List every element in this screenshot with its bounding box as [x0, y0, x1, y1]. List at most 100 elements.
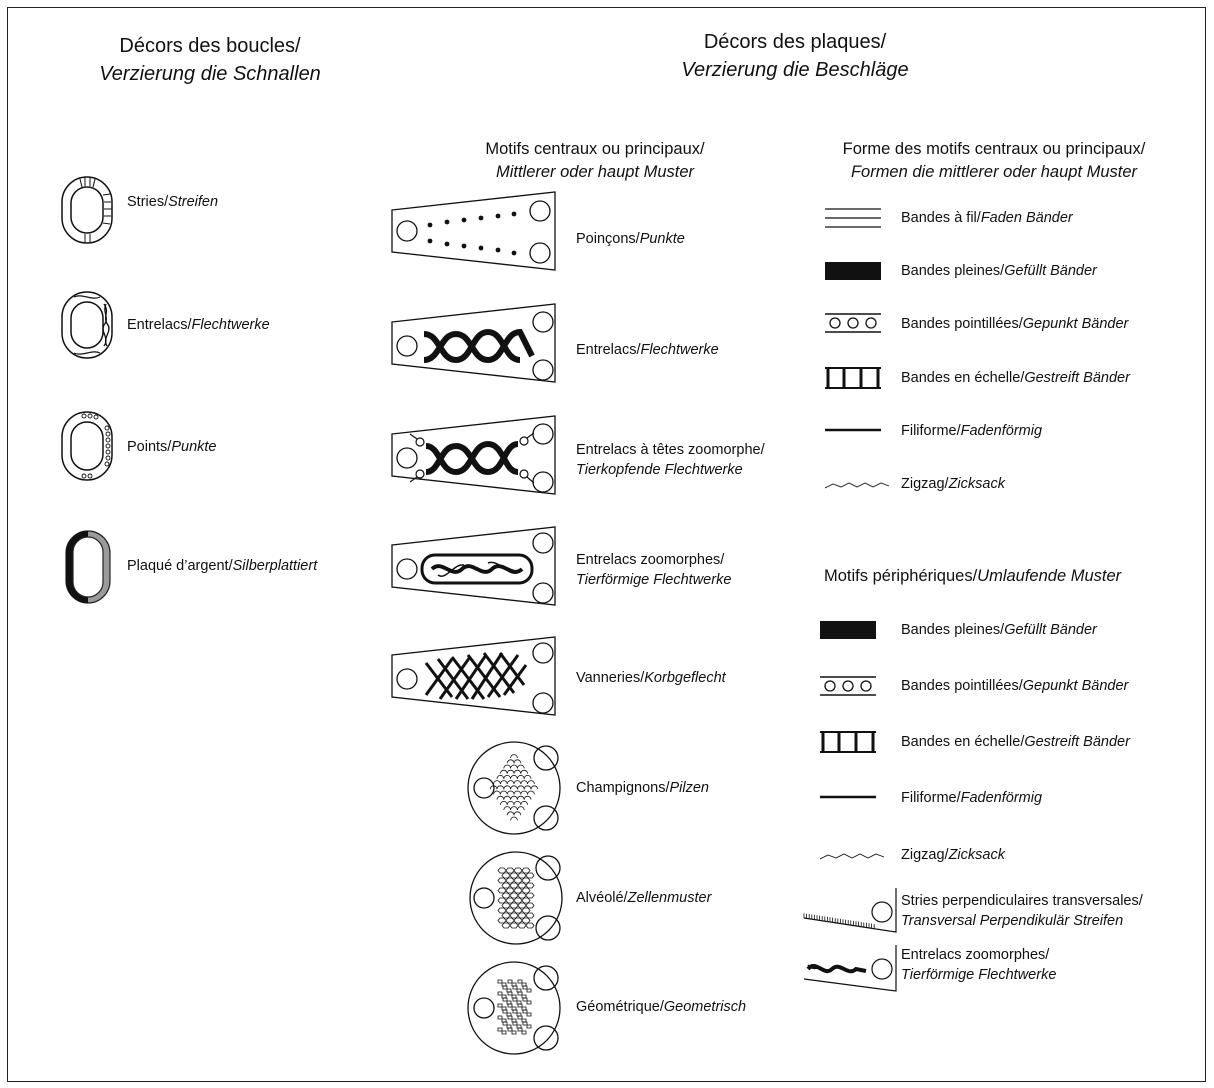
label-de: Geometrisch — [663, 999, 747, 1015]
peripheral-label-striae: Stries perpendiculaires transversales/ T… — [901, 891, 1143, 931]
label-de: Transversal Perpendikulär Streifen — [901, 913, 1124, 929]
plate-label-punched: Poinçons/Punkte — [576, 229, 685, 249]
plate-label-interlace: Entrelacs/Flechtwerke — [576, 340, 719, 360]
label-de: Korbgeflecht — [644, 670, 726, 686]
filiform-line-icon — [825, 428, 881, 432]
plate-label-mushroom: Champignons/Pilzen — [576, 778, 709, 798]
label-fr: Entrelacs zoomorphes/ — [576, 552, 725, 568]
label-de: Gestreift Bänder — [1024, 734, 1130, 750]
form-label-filiform: Filiforme/Fadenförmig — [901, 421, 1042, 441]
buckles-header-fr: Décors des boucles/ — [119, 35, 301, 57]
peripheral-label-solid: Bandes pleines/Gefüllt Bänder — [901, 620, 1097, 640]
zoomorphic-interlace-plate-icon — [391, 526, 556, 606]
label-de: Streifen — [168, 194, 219, 210]
dotted-band-icon — [820, 676, 876, 696]
label-fr: Bandes en échelle/ — [901, 370, 1025, 386]
label-de: Gefüllt Bänder — [1004, 622, 1097, 638]
solid-band-icon — [820, 621, 876, 639]
label-de: Punkte — [639, 231, 685, 247]
label-fr: Entrelacs zoomorphes/ — [901, 947, 1050, 963]
label-de: Zicksack — [948, 847, 1005, 863]
central-motifs-header: Motifs centraux ou principaux/ Mittlerer… — [445, 138, 745, 184]
silver-plated-buckle-icon — [65, 530, 111, 604]
central-forms-header-de: Formen die mittlerer oder haupt Muster — [850, 163, 1138, 181]
label-de: Gepunkt Bänder — [1022, 316, 1129, 332]
label-de: Gefüllt Bänder — [1004, 263, 1097, 279]
plate-label-zoomorphic: Entrelacs zoomorphes/ Tierförmige Flecht… — [576, 550, 731, 590]
label-de: Zellenmuster — [627, 890, 712, 906]
form-label-dotted: Bandes pointillées/Gepunkt Bänder — [901, 314, 1128, 334]
central-forms-header: Forme des motifs centraux ou principaux/… — [808, 138, 1180, 184]
central-motifs-header-fr: Motifs centraux ou principaux/ — [485, 140, 705, 158]
central-motifs-header-de: Mittlerer oder haupt Muster — [495, 163, 695, 181]
interlace-plate-icon — [391, 303, 556, 383]
label-fr: Points/ — [127, 439, 172, 455]
threaded-band-icon — [825, 208, 881, 228]
buckles-header: Décors des boucles/ Verzierung die Schna… — [60, 32, 360, 88]
label-de: Fadenförmig — [960, 423, 1043, 439]
peripheral-header-fr: Motifs périphériques/ — [824, 567, 978, 585]
buckle-label-silver: Plaqué d’argent/Silberplattiert — [127, 556, 317, 576]
form-label-solid: Bandes pleines/Gefüllt Bänder — [901, 261, 1097, 281]
label-de: Tierförmige Flechtwerke — [901, 967, 1057, 983]
perpendicular-striae-icon — [803, 888, 897, 933]
plate-label-cellwork: Alvéolé/Zellenmuster — [576, 888, 711, 908]
label-fr: Entrelacs/ — [576, 342, 641, 358]
label-de: Punkte — [171, 439, 217, 455]
label-de: Faden Bänder — [980, 210, 1073, 226]
label-fr: Entrelacs/ — [127, 317, 192, 333]
peripheral-label-zoomorphic: Entrelacs zoomorphes/ Tierförmige Flecht… — [901, 945, 1056, 985]
label-fr: Bandes pointillées/ — [901, 678, 1023, 694]
label-de: Fadenförmig — [960, 790, 1043, 806]
label-de: Silberplattiert — [232, 558, 318, 574]
label-de: Flechtwerke — [191, 317, 270, 333]
label-fr: Bandes pleines/ — [901, 263, 1005, 279]
basketwork-plate-icon — [391, 636, 556, 716]
buckles-header-de: Verzierung die Schnallen — [99, 63, 321, 85]
form-label-ladder: Bandes en échelle/Gestreift Bänder — [901, 368, 1130, 388]
mushroom-round-plate-icon — [467, 741, 561, 835]
plate-label-geometric: Géométrique/Geometrisch — [576, 997, 746, 1017]
dotted-band-icon — [825, 313, 881, 333]
peripheral-header: Motifs périphériques/Umlaufende Muster — [824, 565, 1121, 588]
filiform-line-icon — [820, 795, 876, 799]
plates-header-fr: Décors des plaques/ — [703, 31, 887, 53]
buckle-label-striae: Stries/Streifen — [127, 192, 218, 212]
geometric-round-plate-icon — [467, 961, 561, 1055]
label-fr: Stries perpendiculaires transversales/ — [901, 893, 1143, 909]
label-fr: Zigzag/ — [901, 847, 949, 863]
label-fr: Stries/ — [127, 194, 169, 210]
peripheral-label-zigzag: Zigzag/Zicksack — [901, 845, 1005, 865]
striated-buckle-icon — [61, 176, 113, 244]
label-de: Tierkopfende Flechtwerke — [576, 462, 743, 478]
label-fr: Bandes en échelle/ — [901, 734, 1025, 750]
solid-band-icon — [825, 262, 881, 280]
label-fr: Bandes pointillées/ — [901, 316, 1023, 332]
ladder-band-icon — [825, 367, 881, 389]
peripheral-label-dotted: Bandes pointillées/Gepunkt Bänder — [901, 676, 1128, 696]
zigzag-line-icon — [819, 853, 885, 860]
plate-label-zoomorphic-heads: Entrelacs à têtes zoomorphe/ Tierkopfend… — [576, 440, 765, 480]
zoomorphic-head-interlace-plate-icon — [391, 415, 556, 495]
label-de: Flechtwerke — [640, 342, 719, 358]
cellwork-round-plate-icon — [469, 851, 563, 945]
zigzag-line-icon — [824, 482, 890, 489]
label-fr: Filiforme/ — [901, 423, 961, 439]
interlace-buckle-icon — [61, 291, 113, 359]
buckle-label-interlace: Entrelacs/Flechtwerke — [127, 315, 270, 335]
label-de: Gepunkt Bänder — [1022, 678, 1129, 694]
label-fr: Bandes à fil/ — [901, 210, 981, 226]
punched-plate-icon — [391, 191, 556, 271]
buckle-label-dots: Points/Punkte — [127, 437, 217, 457]
label-de: Gestreift Bänder — [1024, 370, 1130, 386]
peripheral-label-filiform: Filiforme/Fadenförmig — [901, 788, 1042, 808]
label-fr: Alvéolé/ — [576, 890, 628, 906]
label-fr: Champignons/ — [576, 780, 670, 796]
label-fr: Plaqué d’argent/ — [127, 558, 233, 574]
label-fr: Bandes pleines/ — [901, 622, 1005, 638]
form-label-zigzag: Zigzag/Zicksack — [901, 474, 1005, 494]
peripheral-header-de: Umlaufende Muster — [977, 567, 1122, 585]
label-fr: Poinçons/ — [576, 231, 640, 247]
label-de: Zicksack — [948, 476, 1005, 492]
dotted-buckle-icon — [61, 411, 113, 481]
